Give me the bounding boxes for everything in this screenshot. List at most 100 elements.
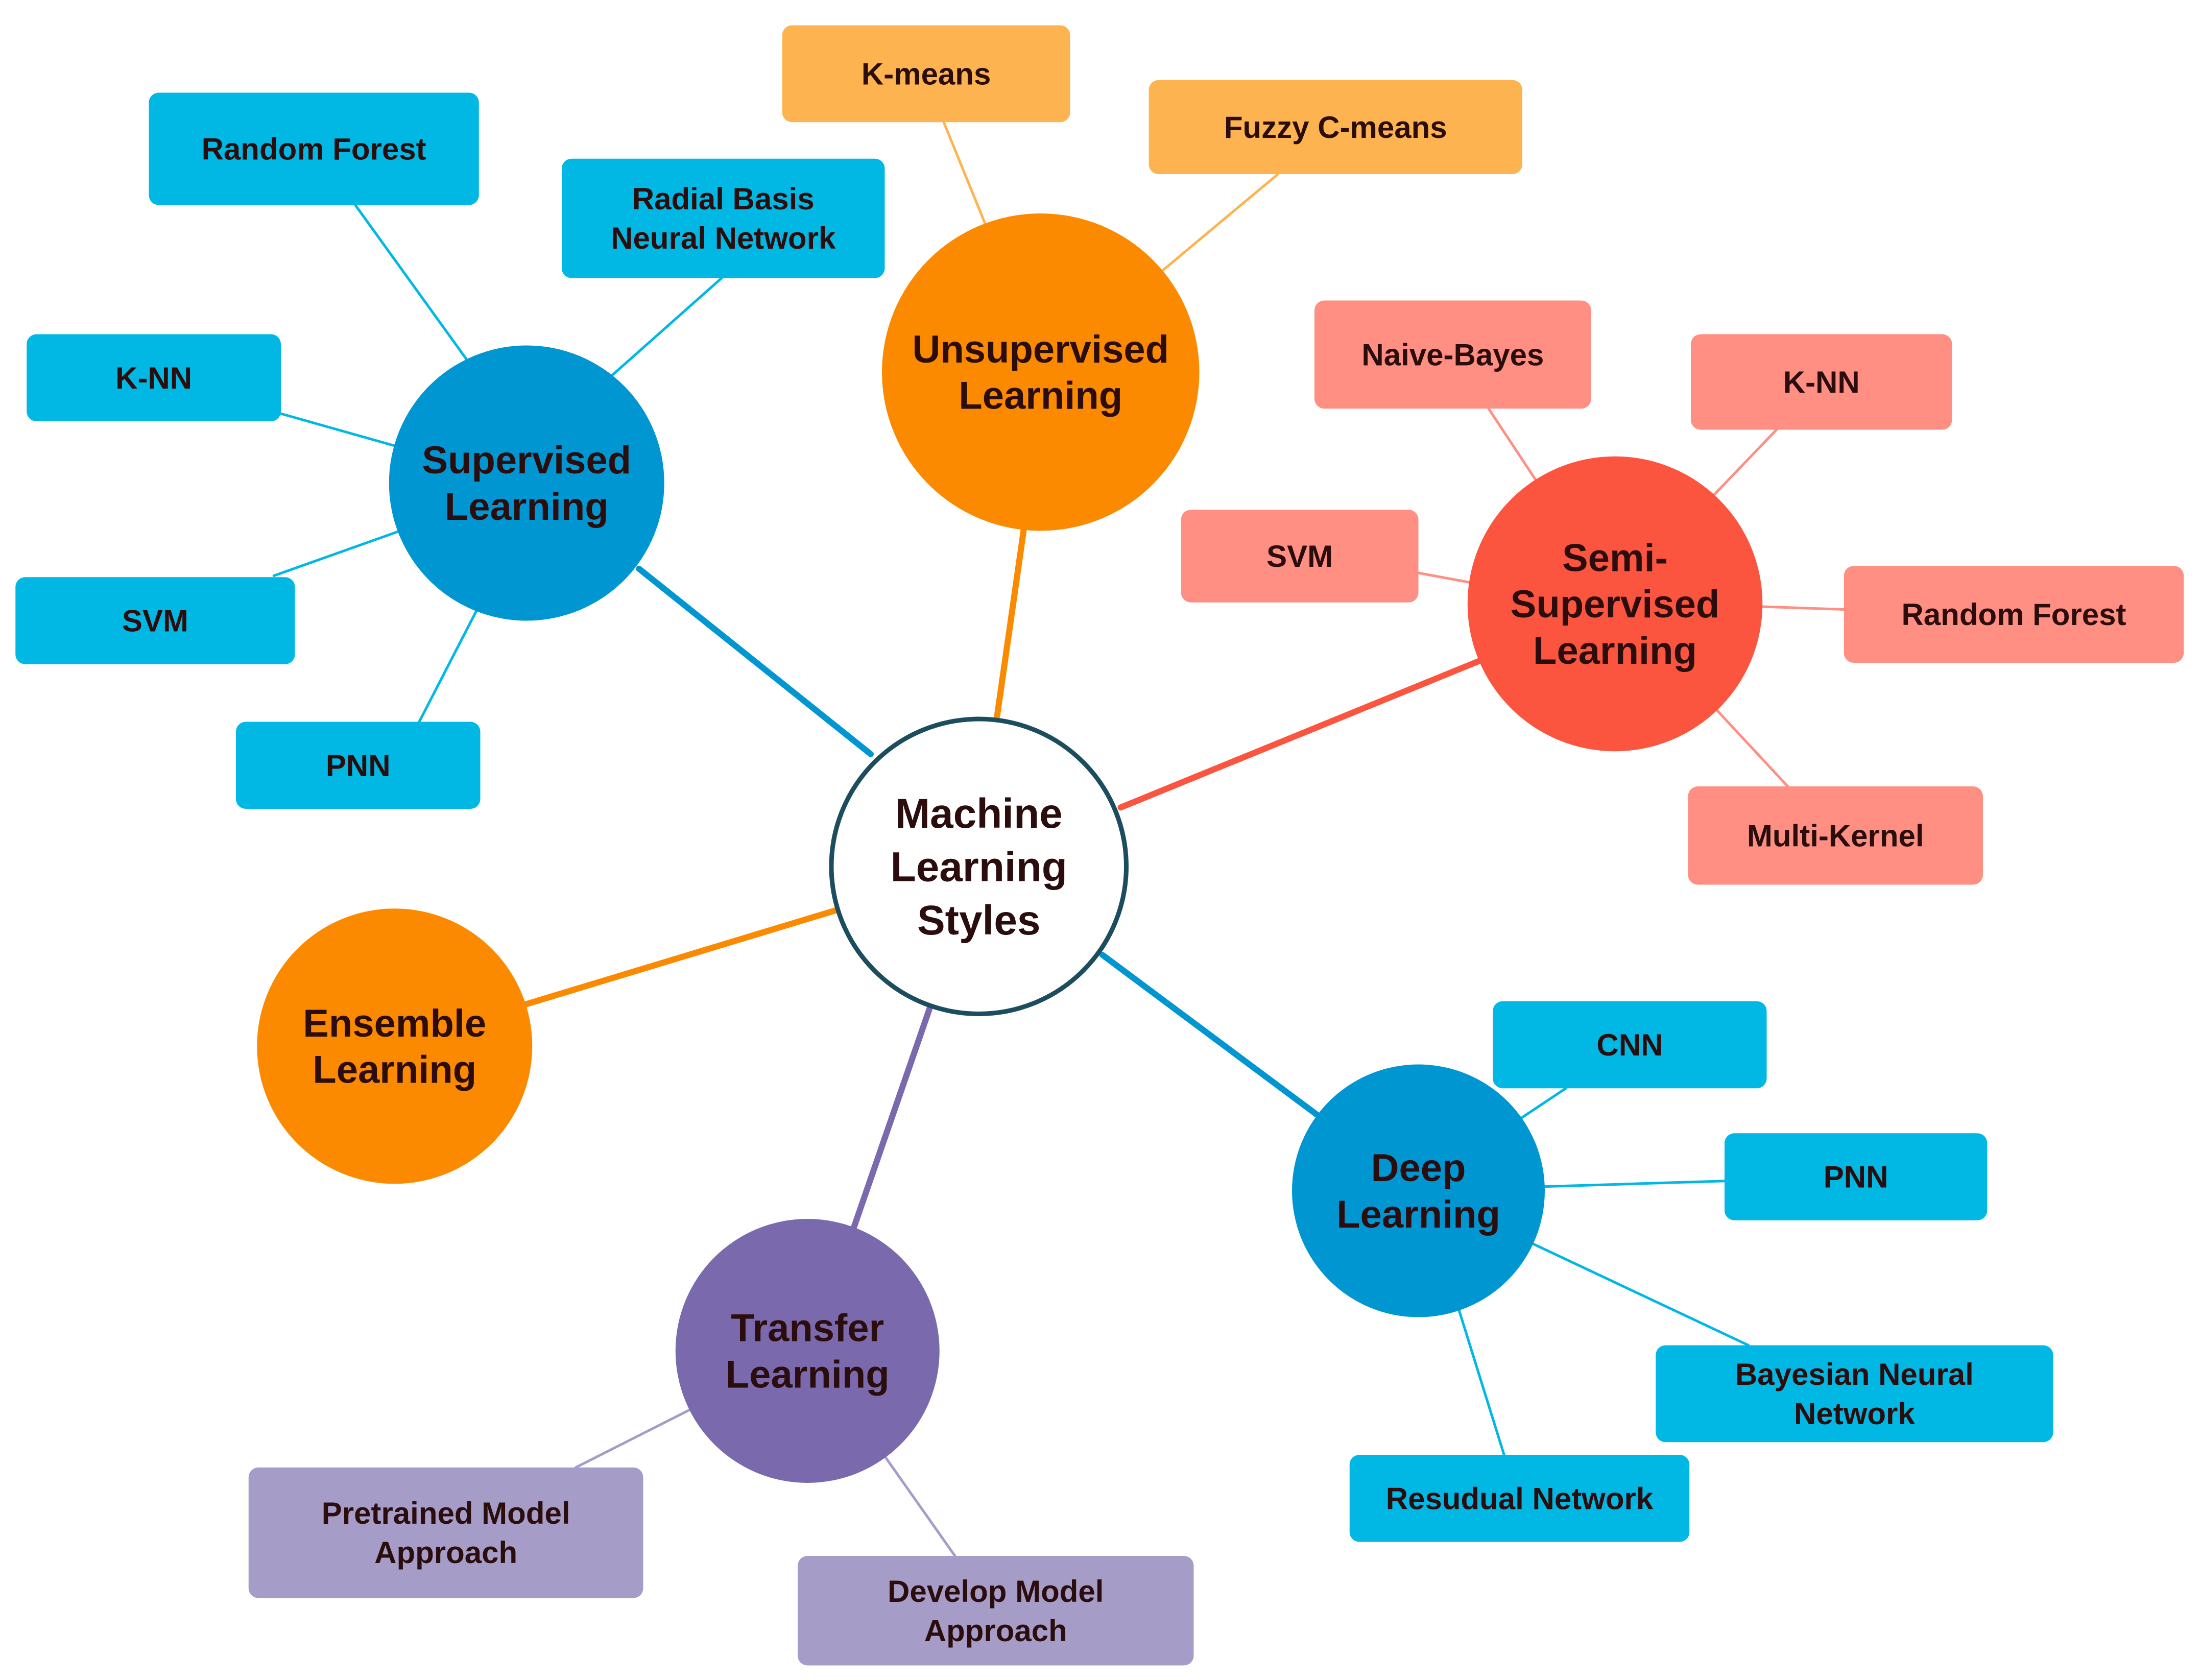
center-node-circle	[829, 716, 1129, 1016]
semi-leaf-naive-bayes[interactable]: Naive-Bayes	[1314, 300, 1591, 409]
edge-deep-cnn	[1518, 1087, 1567, 1121]
edge-supervised-knn	[277, 412, 399, 448]
transfer-leaf-develop-model-box	[798, 1556, 1194, 1666]
deep-leaf-pnn-box	[1725, 1133, 1988, 1220]
supervised-leaf-knn-label: K-NN	[115, 361, 192, 395]
supervised-leaf-random-forest-box	[149, 92, 479, 205]
supervised-leaf-svm-label: SVM	[122, 604, 188, 638]
semi-leaf-random-forest[interactable]: Random Forest	[1844, 566, 2184, 663]
edge-supervised-svm	[272, 530, 402, 577]
transfer-leaf-pretrained-model-box	[248, 1467, 643, 1598]
edge-unsupervised-kmeans	[942, 121, 989, 230]
semi-leaf-random-forest-label: Random Forest	[1901, 597, 2126, 632]
supervised-leaf-svm[interactable]: SVM	[15, 577, 295, 664]
edge-center-semi	[1117, 657, 1485, 811]
edge-center-transfer	[849, 1005, 933, 1235]
supervised-leaf-pnn[interactable]: PNN	[236, 722, 481, 809]
supervised-leaf-knn-box	[27, 334, 281, 421]
unsupervised-leaf-fuzzy-cmeans-label: Fuzzy C-means	[1224, 110, 1447, 145]
hub-transfer-circle	[675, 1219, 940, 1483]
deep-leaf-pnn[interactable]: PNN	[1725, 1133, 1988, 1220]
connector-lines	[272, 121, 1846, 1557]
edge-semi-svm	[1417, 571, 1473, 584]
deep-leaf-cnn-box	[1493, 1001, 1767, 1089]
edge-deep-residual	[1456, 1305, 1505, 1456]
supervised-leaf-svm-box	[15, 577, 295, 664]
semi-leaf-multi-kernel[interactable]: Multi-Kernel	[1688, 786, 1983, 885]
supervised-leaf-knn[interactable]: K-NN	[27, 334, 281, 422]
unsupervised-leaf-fuzzy-cmeans[interactable]: Fuzzy C-means	[1149, 80, 1523, 174]
unsupervised-leaf-kmeans-box	[782, 25, 1070, 123]
supervised-leaf-radial-basis-nn-box	[562, 158, 885, 278]
supervised-leaf-random-forest-label: Random Forest	[202, 132, 426, 166]
deep-leaf-residual-network-box	[1349, 1455, 1690, 1542]
deep-leaf-cnn-label: CNN	[1596, 1028, 1663, 1062]
edge-center-supervised	[636, 565, 874, 757]
edge-semi-random-forest	[1761, 605, 1846, 611]
edge-semi-knn	[1709, 428, 1778, 500]
deep-leaf-bayesian-nn-box	[1656, 1345, 2053, 1443]
hub-ensemble-circle	[257, 908, 533, 1184]
deep-leaf-cnn[interactable]: CNN	[1493, 1001, 1767, 1089]
edge-supervised-random-forest	[354, 204, 469, 363]
deep-leaf-residual-network[interactable]: Resudual Network	[1349, 1455, 1690, 1542]
hub-supervised-circle	[389, 345, 664, 621]
edge-unsupervised-fuzzy	[1157, 173, 1279, 275]
supervised-leaf-pnn-label: PNN	[326, 749, 391, 783]
edge-semi-naive-bayes	[1487, 407, 1542, 489]
semi-leaf-svm-label: SVM	[1266, 539, 1333, 573]
supervised-leaf-pnn-box	[236, 722, 481, 809]
semi-leaf-knn[interactable]: K-NN	[1691, 334, 1952, 430]
supervised-leaf-random-forest[interactable]: Random Forest	[149, 92, 479, 205]
semi-leaf-knn-label: K-NN	[1783, 365, 1860, 399]
deep-leaf-residual-network-label: Resudual Network	[1386, 1481, 1654, 1516]
edge-center-deep	[1099, 952, 1321, 1118]
semi-leaf-naive-bayes-label: Naive-Bayes	[1361, 338, 1544, 372]
edge-transfer-develop	[883, 1455, 956, 1557]
unsupervised-leaf-kmeans[interactable]: K-means	[782, 25, 1070, 123]
edge-transfer-pretrained	[575, 1407, 694, 1469]
edge-semi-multi-kernel	[1712, 705, 1789, 788]
hub-unsupervised-circle	[882, 213, 1200, 531]
edge-center-unsupervised	[994, 516, 1028, 719]
unsupervised-leaf-fuzzy-cmeans-box	[1149, 80, 1522, 174]
semi-leaf-random-forest-box	[1844, 566, 2184, 663]
deep-leaf-pnn-label: PNN	[1824, 1160, 1888, 1194]
hub-deep-circle	[1292, 1064, 1545, 1317]
semi-leaf-multi-kernel-label: Multi-Kernel	[1747, 819, 1924, 853]
hub-semi-supervised-circle	[1467, 456, 1763, 752]
semi-leaf-knn-box	[1691, 334, 1952, 430]
semi-leaf-multi-kernel-box	[1688, 786, 1983, 885]
edge-deep-pnn	[1542, 1180, 1726, 1188]
unsupervised-leaf-kmeans-label: K-means	[862, 57, 991, 91]
semi-leaf-svm-box	[1181, 510, 1419, 603]
edge-center-ensemble	[523, 907, 840, 1007]
edge-supervised-radial-basis	[609, 275, 725, 378]
semi-leaf-svm[interactable]: SVM	[1181, 510, 1419, 603]
